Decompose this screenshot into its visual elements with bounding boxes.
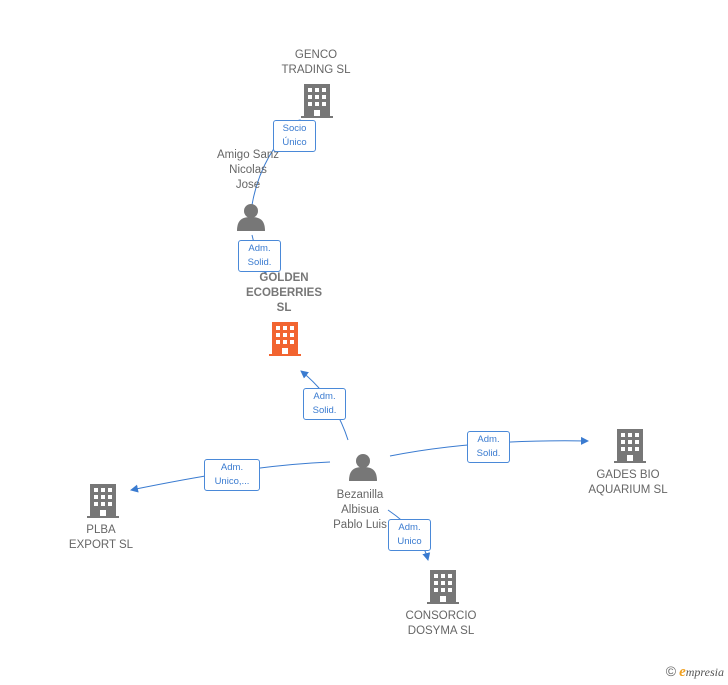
edge-label-bezanilla-golden: Adm. Solid. <box>303 388 346 420</box>
brand-logo: © empresia <box>666 663 724 681</box>
brand-initial: e <box>679 664 686 680</box>
edge-label-bezanilla-gades: Adm. Solid. <box>467 431 510 463</box>
amigo-person-icon[interactable] <box>237 204 265 231</box>
bezanilla-person-icon[interactable] <box>349 454 377 481</box>
edge-label-bezanilla-plba: Adm. Unico,... <box>204 459 260 491</box>
brand-text: mpresia <box>685 665 724 679</box>
copyright-symbol: © <box>665 663 677 679</box>
plba-label[interactable]: PLBA EXPORT SL <box>68 524 134 551</box>
genco-label[interactable]: GENCO TRADING SL <box>281 49 351 76</box>
gades-building-icon[interactable] <box>614 429 646 463</box>
consorcio-building-icon[interactable] <box>427 570 459 604</box>
golden-label[interactable]: GOLDEN ECOBERRIES SL <box>245 272 323 314</box>
edge-label-amigo-adm-solid: Adm. Solid. <box>238 240 281 272</box>
genco-building-icon[interactable] <box>301 84 333 118</box>
plba-building-icon[interactable] <box>87 484 119 518</box>
consorcio-label[interactable]: CONSORCIO DOSYMA SL <box>405 610 477 637</box>
golden-building-icon[interactable] <box>269 322 301 356</box>
bezanilla-label[interactable]: Bezanilla Albisua Pablo Luis <box>333 489 387 531</box>
edge-label-bezanilla-consorcio: Adm. Unico <box>388 519 431 551</box>
edge-label-socio-unico: Socio Único <box>273 120 316 152</box>
amigo-label[interactable]: Amigo Sanz Nicolas Jose <box>216 149 280 191</box>
gades-label[interactable]: GADES BIO AQUARIUM SL <box>588 469 668 496</box>
